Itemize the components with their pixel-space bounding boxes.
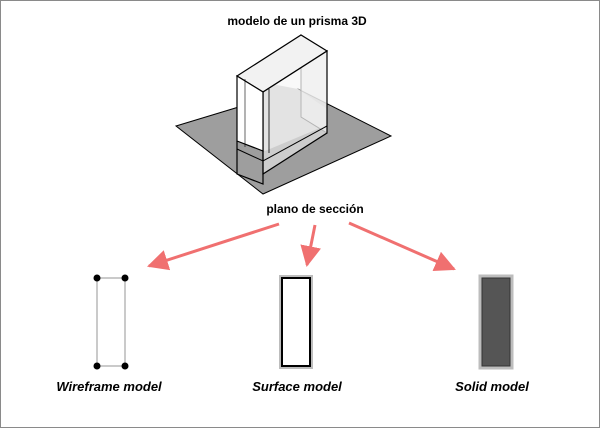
arrow-to-surface xyxy=(300,224,322,268)
surface-outline xyxy=(281,277,311,367)
solid-halo xyxy=(478,274,514,370)
wireframe-model-label: Wireframe model xyxy=(56,379,162,394)
vertex-bottom-right xyxy=(121,362,129,370)
section-cut-line xyxy=(236,125,328,162)
surface-model xyxy=(279,275,313,369)
solid-model xyxy=(478,274,514,370)
vertex-top-right xyxy=(121,274,129,282)
arrow-to-solid xyxy=(348,221,456,272)
solid-fill xyxy=(481,277,511,367)
solid-model-label: Solid model xyxy=(455,379,529,394)
prism-lower-front xyxy=(236,141,264,185)
arrows xyxy=(147,221,456,272)
section-plane-label: plano de sección xyxy=(266,202,363,216)
prism-title: modelo de un prisma 3D xyxy=(227,14,367,28)
wireframe-edges xyxy=(96,277,126,367)
vertex-bottom-left xyxy=(93,362,101,370)
arrow-to-wireframe xyxy=(147,222,280,271)
vertex-top-left xyxy=(93,274,101,282)
prism-3d xyxy=(235,34,329,185)
surface-model-label: Surface model xyxy=(252,379,342,394)
wireframe-model xyxy=(93,274,129,370)
